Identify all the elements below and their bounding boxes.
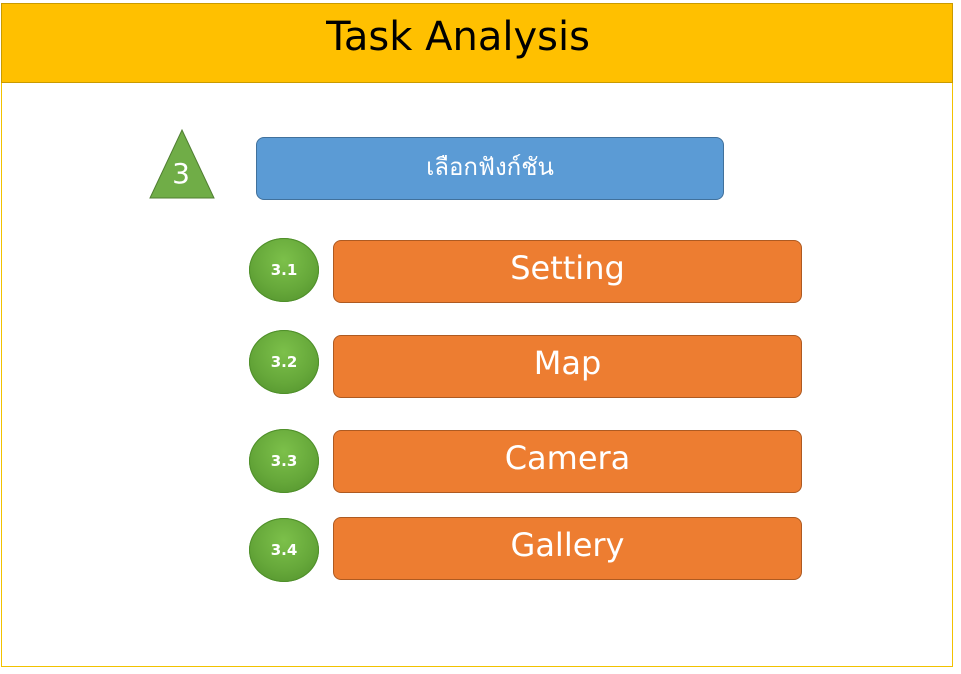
substep-number-badge: 3.2: [249, 330, 319, 394]
substep-box-map: Map: [333, 335, 802, 398]
substep-number-badge: 3.1: [249, 238, 319, 302]
substep-box-setting: Setting: [333, 240, 802, 303]
step-triangle-shape: [149, 129, 215, 199]
substep-number-badge: 3.4: [249, 518, 319, 582]
main-step-box: เลือกฟังก์ชัน: [256, 137, 724, 200]
step-number: 3: [172, 157, 190, 190]
page-title: Task Analysis: [326, 14, 590, 60]
substep-box-gallery: Gallery: [333, 517, 802, 580]
header-bar: Task Analysis: [1, 3, 953, 83]
substep-box-camera: Camera: [333, 430, 802, 493]
substep-number-badge: 3.3: [249, 429, 319, 493]
